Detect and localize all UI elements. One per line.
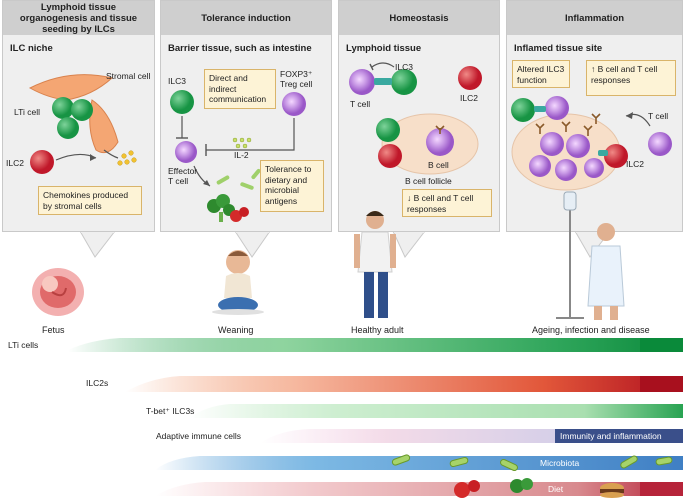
ilc2-label: ILC2 — [626, 159, 644, 169]
ilc2-bar-label: ILC2s — [86, 378, 109, 388]
adaptive-bar-label: Adaptive immune cells — [156, 431, 242, 441]
stromal-cell-shape — [89, 99, 119, 154]
tomato-icon — [230, 207, 249, 222]
homeostasis-response-box: ↓ B cell and T cell responses — [402, 189, 492, 217]
b-cell-label: B cell — [428, 160, 449, 170]
ilc2-cell — [30, 150, 54, 174]
panel-heading: Tolerance induction — [161, 1, 331, 35]
t-cell-label: T cell — [350, 99, 371, 109]
chemokines-box: Chemokines produced by stromal cells — [38, 186, 142, 215]
panel-heading: Lymphoid tissue organogenesis and tissue… — [3, 1, 154, 35]
adult-icon — [354, 211, 396, 318]
diet-bar — [155, 482, 683, 496]
patient-icon — [556, 191, 625, 320]
diet-bar-tail — [640, 482, 683, 496]
stage-fetus: Fetus — [42, 325, 65, 335]
chemokine-dots — [117, 150, 137, 166]
b-cell-follicle-label: B cell follicle — [405, 176, 452, 186]
lti-bar-tail — [640, 338, 683, 352]
b-cell — [426, 128, 454, 156]
antibody-icons — [535, 113, 601, 136]
microbiota-bar-label: Microbiota — [540, 458, 580, 468]
lti-bar — [68, 338, 683, 352]
b-cell — [584, 158, 604, 178]
panel-subtitle: Lymphoid tissue — [346, 43, 422, 54]
stage-healthy-adult: Healthy adult — [351, 325, 404, 335]
altered-ilc3-box: Altered ILC3 function — [512, 60, 570, 88]
ilc3-label: ILC3 — [395, 62, 413, 72]
t-cell — [349, 69, 375, 95]
ilc2-label: ILC2 — [460, 93, 478, 103]
ilc3-bar-label: T-bet⁺ ILC3s — [146, 406, 195, 416]
lti-cell-label: LTi cell — [14, 107, 40, 117]
inflammation-response-box: ↑ B cell and T cell responses — [586, 60, 676, 96]
panel-subtitle: Barrier tissue, such as intestine — [168, 43, 312, 54]
treg-cell — [282, 92, 306, 116]
microbiota-bar — [155, 456, 683, 470]
lti-bar-label: LTi cells — [8, 340, 39, 350]
tolerance-box: Tolerance to dietary and microbial antig… — [260, 160, 324, 212]
immunity-bar-segment — [555, 429, 683, 443]
lti-cell — [52, 97, 74, 119]
b-cell — [555, 159, 577, 181]
panel-subtitle: ILC niche — [10, 43, 53, 54]
ilc2-label: ILC2 — [6, 158, 24, 168]
t-cell — [545, 96, 569, 120]
diet-bar-label: Diet — [548, 484, 564, 494]
baby-icon — [212, 250, 264, 315]
food-icons — [454, 478, 624, 498]
ilc3-cell — [170, 90, 194, 114]
stage-weaning: Weaning — [218, 325, 254, 335]
lti-cell — [57, 117, 79, 139]
treg-label: FOXP3⁺ Treg cell — [280, 69, 313, 89]
panel-heading: Inflammation — [507, 1, 682, 35]
il2-dots — [232, 137, 252, 149]
effector-t-cell — [175, 141, 197, 163]
ilc2-bar — [125, 376, 683, 392]
stromal-cell-label: Stromal cell — [106, 71, 151, 81]
immunity-bar-label: Immunity and inflammation — [560, 431, 662, 441]
bacteria-icon — [216, 168, 261, 190]
ilc2-cell — [458, 66, 482, 90]
fetus-icon — [32, 268, 84, 316]
t-cell-label: T cell — [648, 111, 669, 121]
t-cell — [648, 132, 672, 156]
ilc3-cell — [511, 98, 535, 122]
lti-cell — [71, 99, 93, 121]
ilc3-cell — [376, 118, 400, 142]
ilc2-cell — [378, 144, 402, 168]
b-cell — [529, 155, 551, 177]
ilc3-bar — [190, 404, 683, 418]
stromal-cell-shape — [28, 74, 114, 101]
microbe-icons — [391, 454, 673, 472]
b-cell — [540, 132, 564, 156]
ilc3-label: ILC3 — [168, 76, 186, 86]
ilc3-cell — [391, 69, 417, 95]
ilc2-cell — [604, 144, 628, 168]
communication-box: Direct and indirect communication — [204, 69, 276, 109]
panel-heading: Homeostasis — [339, 1, 499, 35]
stage-ageing: Ageing, infection and disease — [532, 325, 650, 335]
b-cell — [566, 134, 590, 158]
effector-t-label: Effector T cell — [168, 166, 198, 186]
panel-subtitle: Inflamed tissue site — [514, 43, 603, 54]
ilc2-bar-tail — [640, 376, 683, 392]
il2-label: IL-2 — [234, 150, 249, 160]
